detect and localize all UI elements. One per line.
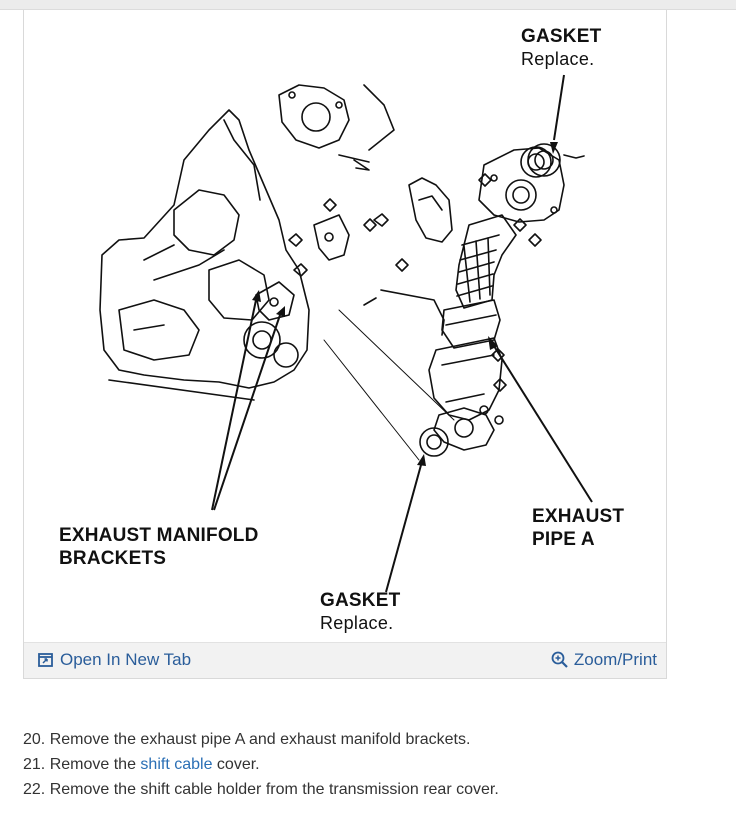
step-21: 21. Remove the shift cable cover. — [23, 752, 723, 777]
step-text-after: cover. — [212, 756, 260, 773]
open-new-tab-label: Open In New Tab — [60, 650, 192, 669]
label-emb-line1: EXHAUST MANIFOLD — [59, 525, 259, 546]
step-number: 22. — [23, 781, 46, 798]
figure-container: GASKET Replace. EXHAUST MANIFOLD BRACKET… — [23, 10, 667, 679]
label-gasket-top: GASKET Replace. — [521, 25, 601, 71]
diagram-drawing — [99, 74, 593, 593]
open-new-tab-icon — [38, 653, 53, 667]
label-exhaust-manifold-brackets: EXHAUST MANIFOLD BRACKETS — [59, 524, 259, 570]
step-text: Remove the exhaust pipe A and exhaust ma… — [49, 731, 471, 748]
step-20: 20. Remove the exhaust pipe A and exhaus… — [23, 727, 723, 752]
label-gasket-bottom: GASKET Replace. — [320, 589, 400, 635]
figure-toolbar: Open In New Tab Zoom/Print — [24, 642, 666, 678]
label-gasket-bottom-note: Replace. — [320, 613, 394, 633]
step-22: 22. Remove the shift cable holder from t… — [23, 777, 723, 802]
zoom-in-icon — [551, 651, 568, 668]
step-text-before: Remove the — [49, 756, 141, 773]
step-number: 20. — [23, 731, 46, 748]
top-bar — [0, 0, 736, 10]
label-exhaust-pipe-a: EXHAUST PIPE A — [532, 505, 624, 551]
shift-cable-link[interactable]: shift cable — [140, 756, 213, 773]
step-text: Remove the shift cable holder from the t… — [49, 781, 499, 798]
label-gasket-bottom-title: GASKET — [320, 590, 401, 611]
label-gasket-top-title: GASKET — [521, 26, 602, 47]
label-emb-line2: BRACKETS — [59, 548, 167, 569]
open-new-tab-button[interactable]: Open In New Tab — [37, 650, 191, 670]
label-epa-line2: PIPE A — [532, 529, 595, 550]
zoom-print-button[interactable]: Zoom/Print — [551, 650, 657, 670]
exhaust-diagram[interactable]: GASKET Replace. EXHAUST MANIFOLD BRACKET… — [24, 10, 666, 642]
label-epa-line1: EXHAUST — [532, 506, 625, 527]
step-number: 21. — [23, 756, 46, 773]
zoom-print-label: Zoom/Print — [573, 650, 657, 669]
label-gasket-top-note: Replace. — [521, 49, 595, 69]
instruction-steps: 20. Remove the exhaust pipe A and exhaus… — [23, 727, 723, 802]
